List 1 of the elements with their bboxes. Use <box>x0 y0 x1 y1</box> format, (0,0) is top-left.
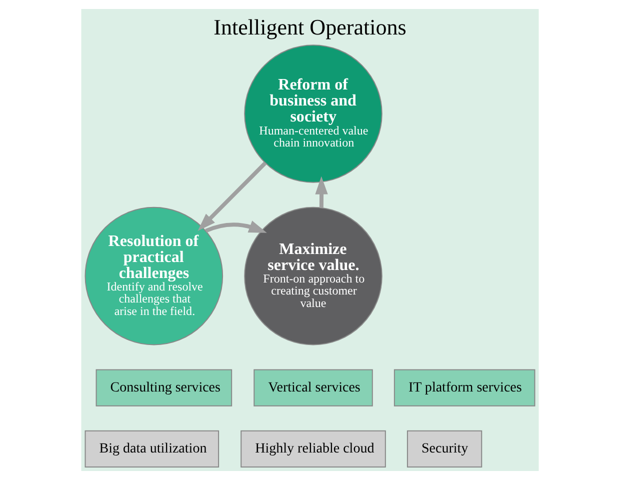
diagram-title: Intelligent Operations <box>213 14 406 40</box>
